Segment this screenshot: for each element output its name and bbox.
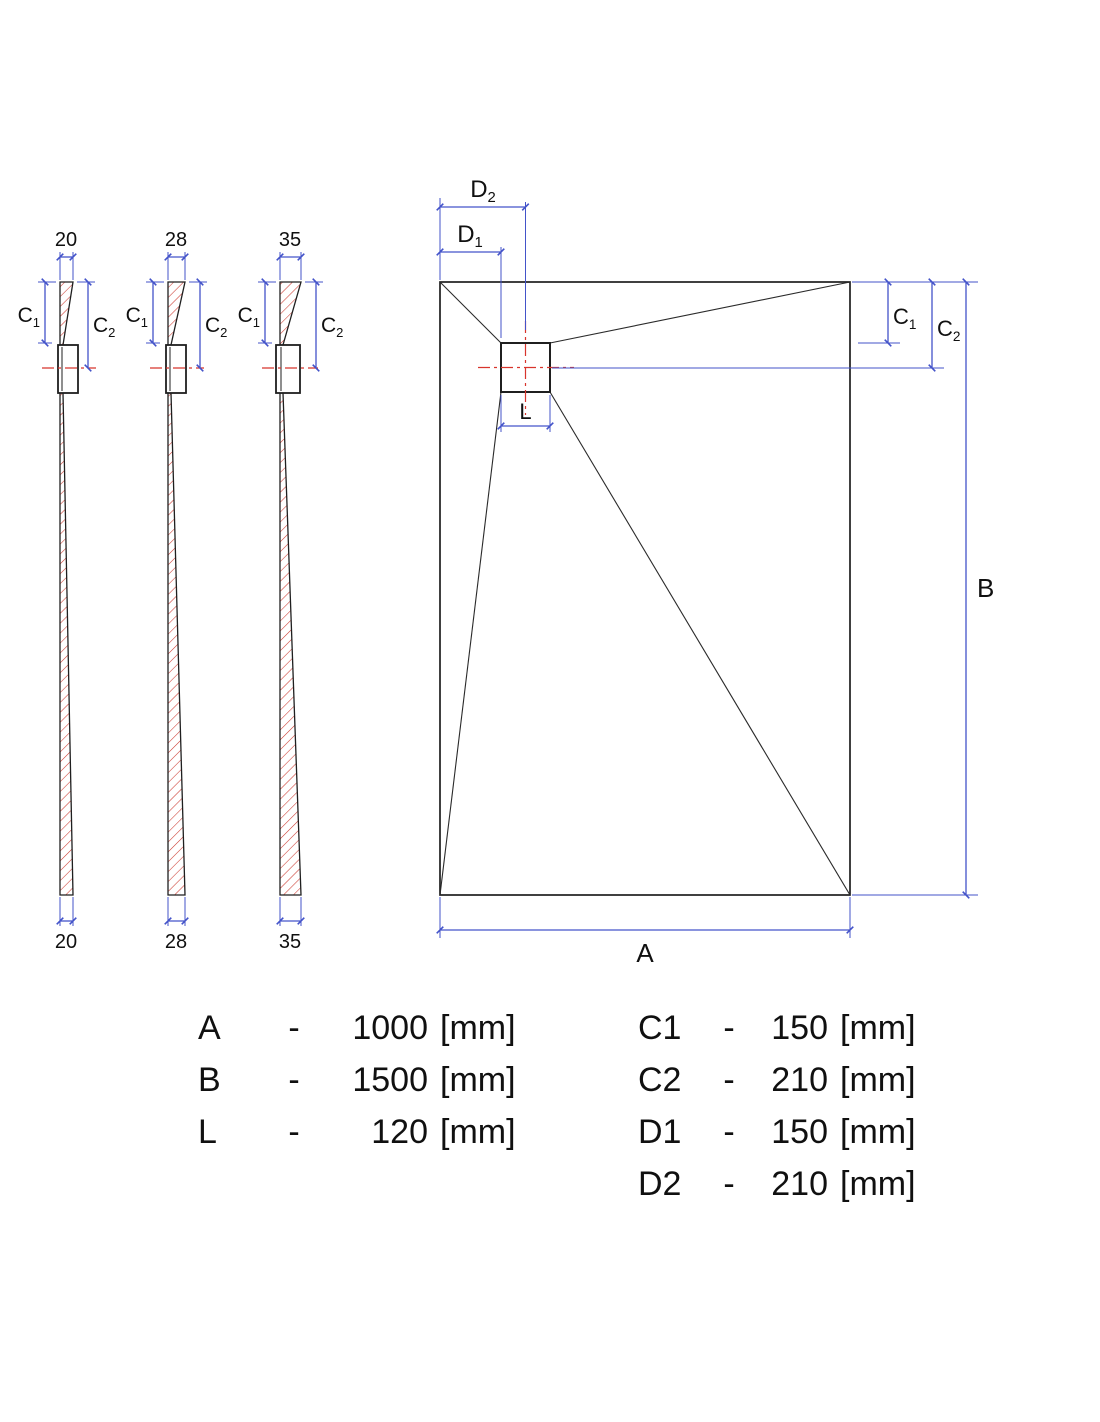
plan-view: D2 D1 C1 C2 B A L xyxy=(436,176,994,968)
spec-dash: - xyxy=(723,1008,735,1047)
label-sub: 1 xyxy=(33,315,40,330)
spec-value: 150 xyxy=(771,1008,828,1047)
profile-c2-label: C2 xyxy=(93,314,115,340)
spec-param: C1 xyxy=(638,1008,682,1047)
profile-c2-label: C2 xyxy=(321,314,343,340)
profile-top-width-label: 28 xyxy=(165,229,187,251)
spec-dash: - xyxy=(723,1112,735,1151)
dimension-table-right-column: C1 - 150 [mm] C2 - 210 [mm] D1 - 150 [mm… xyxy=(638,1002,916,1210)
profile-view-35mm: 35 35 C1 C2 xyxy=(238,229,344,953)
profile-c1-label: C1 xyxy=(238,304,260,330)
spec-unit: [mm] xyxy=(840,1008,916,1047)
spec-param: D1 xyxy=(638,1112,682,1151)
plan-d1-label: D1 xyxy=(457,221,483,251)
profile-top-width-label: 20 xyxy=(55,229,77,251)
drain-trap xyxy=(165,344,187,394)
spec-param: C2 xyxy=(638,1060,682,1099)
label-main: D xyxy=(470,176,487,203)
label-sub: 2 xyxy=(336,325,343,340)
spec-value: 150 xyxy=(771,1112,828,1151)
spec-param: D2 xyxy=(638,1164,682,1203)
fold-line xyxy=(549,391,851,896)
spec-dash: - xyxy=(288,1112,300,1151)
fold-line xyxy=(439,391,502,896)
spec-row-d1: D1 - 150 [mm] xyxy=(638,1106,916,1158)
label-main: C xyxy=(18,304,33,327)
spec-value: 1500 xyxy=(352,1060,428,1099)
profile-view-20mm: 20 20 C1 C2 xyxy=(18,229,116,953)
spec-unit: [mm] xyxy=(440,1112,516,1151)
dimension-table: A - 1000 [mm] B - 1500 [mm] L - 120 [mm]… xyxy=(0,1002,1100,1242)
label-sub: 2 xyxy=(220,325,227,340)
label-sub: 1 xyxy=(253,315,260,330)
dimension-table-left-column: A - 1000 [mm] B - 1500 [mm] L - 120 [mm] xyxy=(198,1002,516,1158)
spec-dash: - xyxy=(288,1008,300,1047)
profile-c2-label: C2 xyxy=(205,314,227,340)
spec-param: B xyxy=(198,1060,221,1099)
spec-value: 1000 xyxy=(352,1008,428,1047)
label-sub: 1 xyxy=(141,315,148,330)
profile-top-width-label: 35 xyxy=(279,229,301,251)
plan-l-label: L xyxy=(519,399,531,424)
profile-c1-label: C1 xyxy=(18,304,40,330)
label-sub: 1 xyxy=(909,317,917,332)
spec-unit: [mm] xyxy=(440,1060,516,1099)
spec-row-l: L - 120 [mm] xyxy=(198,1106,516,1158)
plan-c2-label: C2 xyxy=(937,316,960,344)
spec-row-c1: C1 - 150 [mm] xyxy=(638,1002,916,1054)
plan-a-label: A xyxy=(636,938,654,968)
label-main: C xyxy=(205,314,220,337)
technical-drawing: 20 20 C1 C2 28 28 C1 C2 xyxy=(18,176,995,968)
spec-param: A xyxy=(198,1008,221,1047)
spec-unit: [mm] xyxy=(840,1060,916,1099)
spec-dash: - xyxy=(288,1060,300,1099)
profile-bottom-width-label: 28 xyxy=(165,931,187,953)
plan-c1-label: C1 xyxy=(893,304,916,332)
drain-trap xyxy=(275,344,301,394)
plan-d2-label: D2 xyxy=(470,176,496,206)
tray-outline xyxy=(439,281,851,896)
label-main: C xyxy=(93,314,108,337)
label-sub: 2 xyxy=(488,190,496,206)
spec-unit: [mm] xyxy=(840,1112,916,1151)
label-sub: 1 xyxy=(475,235,483,251)
spec-dash: - xyxy=(723,1164,735,1203)
profile-bottom-width-label: 20 xyxy=(55,931,77,953)
spec-dash: - xyxy=(723,1060,735,1099)
fold-line xyxy=(439,281,502,344)
label-main: C xyxy=(321,314,336,337)
spec-row-a: A - 1000 [mm] xyxy=(198,1002,516,1054)
fold-line xyxy=(549,281,851,344)
label-main: C xyxy=(937,316,953,341)
spec-row-c2: C2 - 210 [mm] xyxy=(638,1054,916,1106)
label-main: C xyxy=(238,304,253,327)
spec-row-b: B - 1500 [mm] xyxy=(198,1054,516,1106)
label-main: C xyxy=(893,304,909,329)
label-main: D xyxy=(457,221,474,248)
label-sub: 2 xyxy=(953,329,961,344)
spec-param: L xyxy=(198,1112,217,1151)
label-main: C xyxy=(126,304,141,327)
profile-c1-label: C1 xyxy=(126,304,148,330)
profile-bottom-width-label: 35 xyxy=(279,931,301,953)
spec-value: 120 xyxy=(371,1112,428,1151)
label-sub: 2 xyxy=(108,325,115,340)
spec-unit: [mm] xyxy=(440,1008,516,1047)
spec-row-d2: D2 - 210 [mm] xyxy=(638,1158,916,1210)
profile-view-28mm: 28 28 C1 C2 xyxy=(126,229,228,953)
plan-b-label: B xyxy=(977,573,994,603)
drain-trap xyxy=(57,344,79,394)
spec-value: 210 xyxy=(771,1060,828,1099)
spec-value: 210 xyxy=(771,1164,828,1203)
spec-unit: [mm] xyxy=(840,1164,916,1203)
